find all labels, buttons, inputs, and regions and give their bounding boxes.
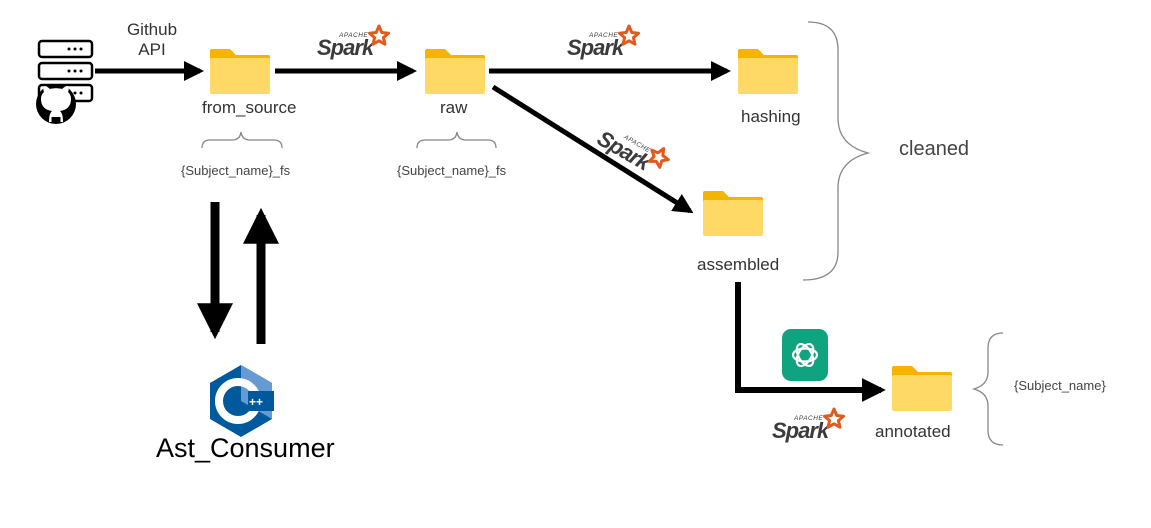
- folder-hashing-icon: [738, 49, 798, 94]
- brace-annotated: [971, 332, 1004, 446]
- openai-icon: [782, 329, 828, 381]
- folder-label-from-source: from_source: [202, 98, 297, 117]
- arrow-assembled-to-annotated: [735, 282, 886, 402]
- brace-from-source: [201, 131, 283, 149]
- brace-raw: [416, 131, 497, 149]
- github-api-label-line2: API: [138, 40, 166, 59]
- arrows: [95, 61, 886, 402]
- folder-from-source-icon: [210, 49, 270, 94]
- github-api-label: Github API: [117, 20, 187, 60]
- spark-logo: [565, 24, 640, 62]
- folder-label-assembled: assembled: [697, 255, 780, 274]
- spark-logo: [770, 407, 845, 445]
- cpp-icon: ++: [210, 365, 274, 437]
- naming-annotated: {Subject_name}: [1014, 378, 1106, 393]
- folder-label-hashing: hashing: [741, 107, 801, 126]
- github-icon: [36, 84, 76, 124]
- cleaned-label: cleaned: [899, 138, 970, 160]
- spark-logo: [315, 24, 390, 62]
- naming-raw: {Subject_name}_fs: [397, 163, 507, 178]
- folder-label-annotated: annotated: [875, 422, 951, 441]
- naming-from-source: {Subject_name}_fs: [181, 163, 291, 178]
- github-api-label-line1: Github: [126, 20, 178, 39]
- folder-annotated-icon: [892, 366, 952, 411]
- folder-raw-icon: [425, 49, 485, 94]
- brace-cleaned: [802, 21, 871, 281]
- folder-label-raw: raw: [440, 98, 468, 117]
- folder-assembled-icon: [703, 191, 763, 236]
- arrow-raw-to-assembled: [491, 84, 694, 214]
- ast-consumer-label: Ast_Consumer: [156, 433, 335, 463]
- svg-text:++: ++: [249, 395, 263, 409]
